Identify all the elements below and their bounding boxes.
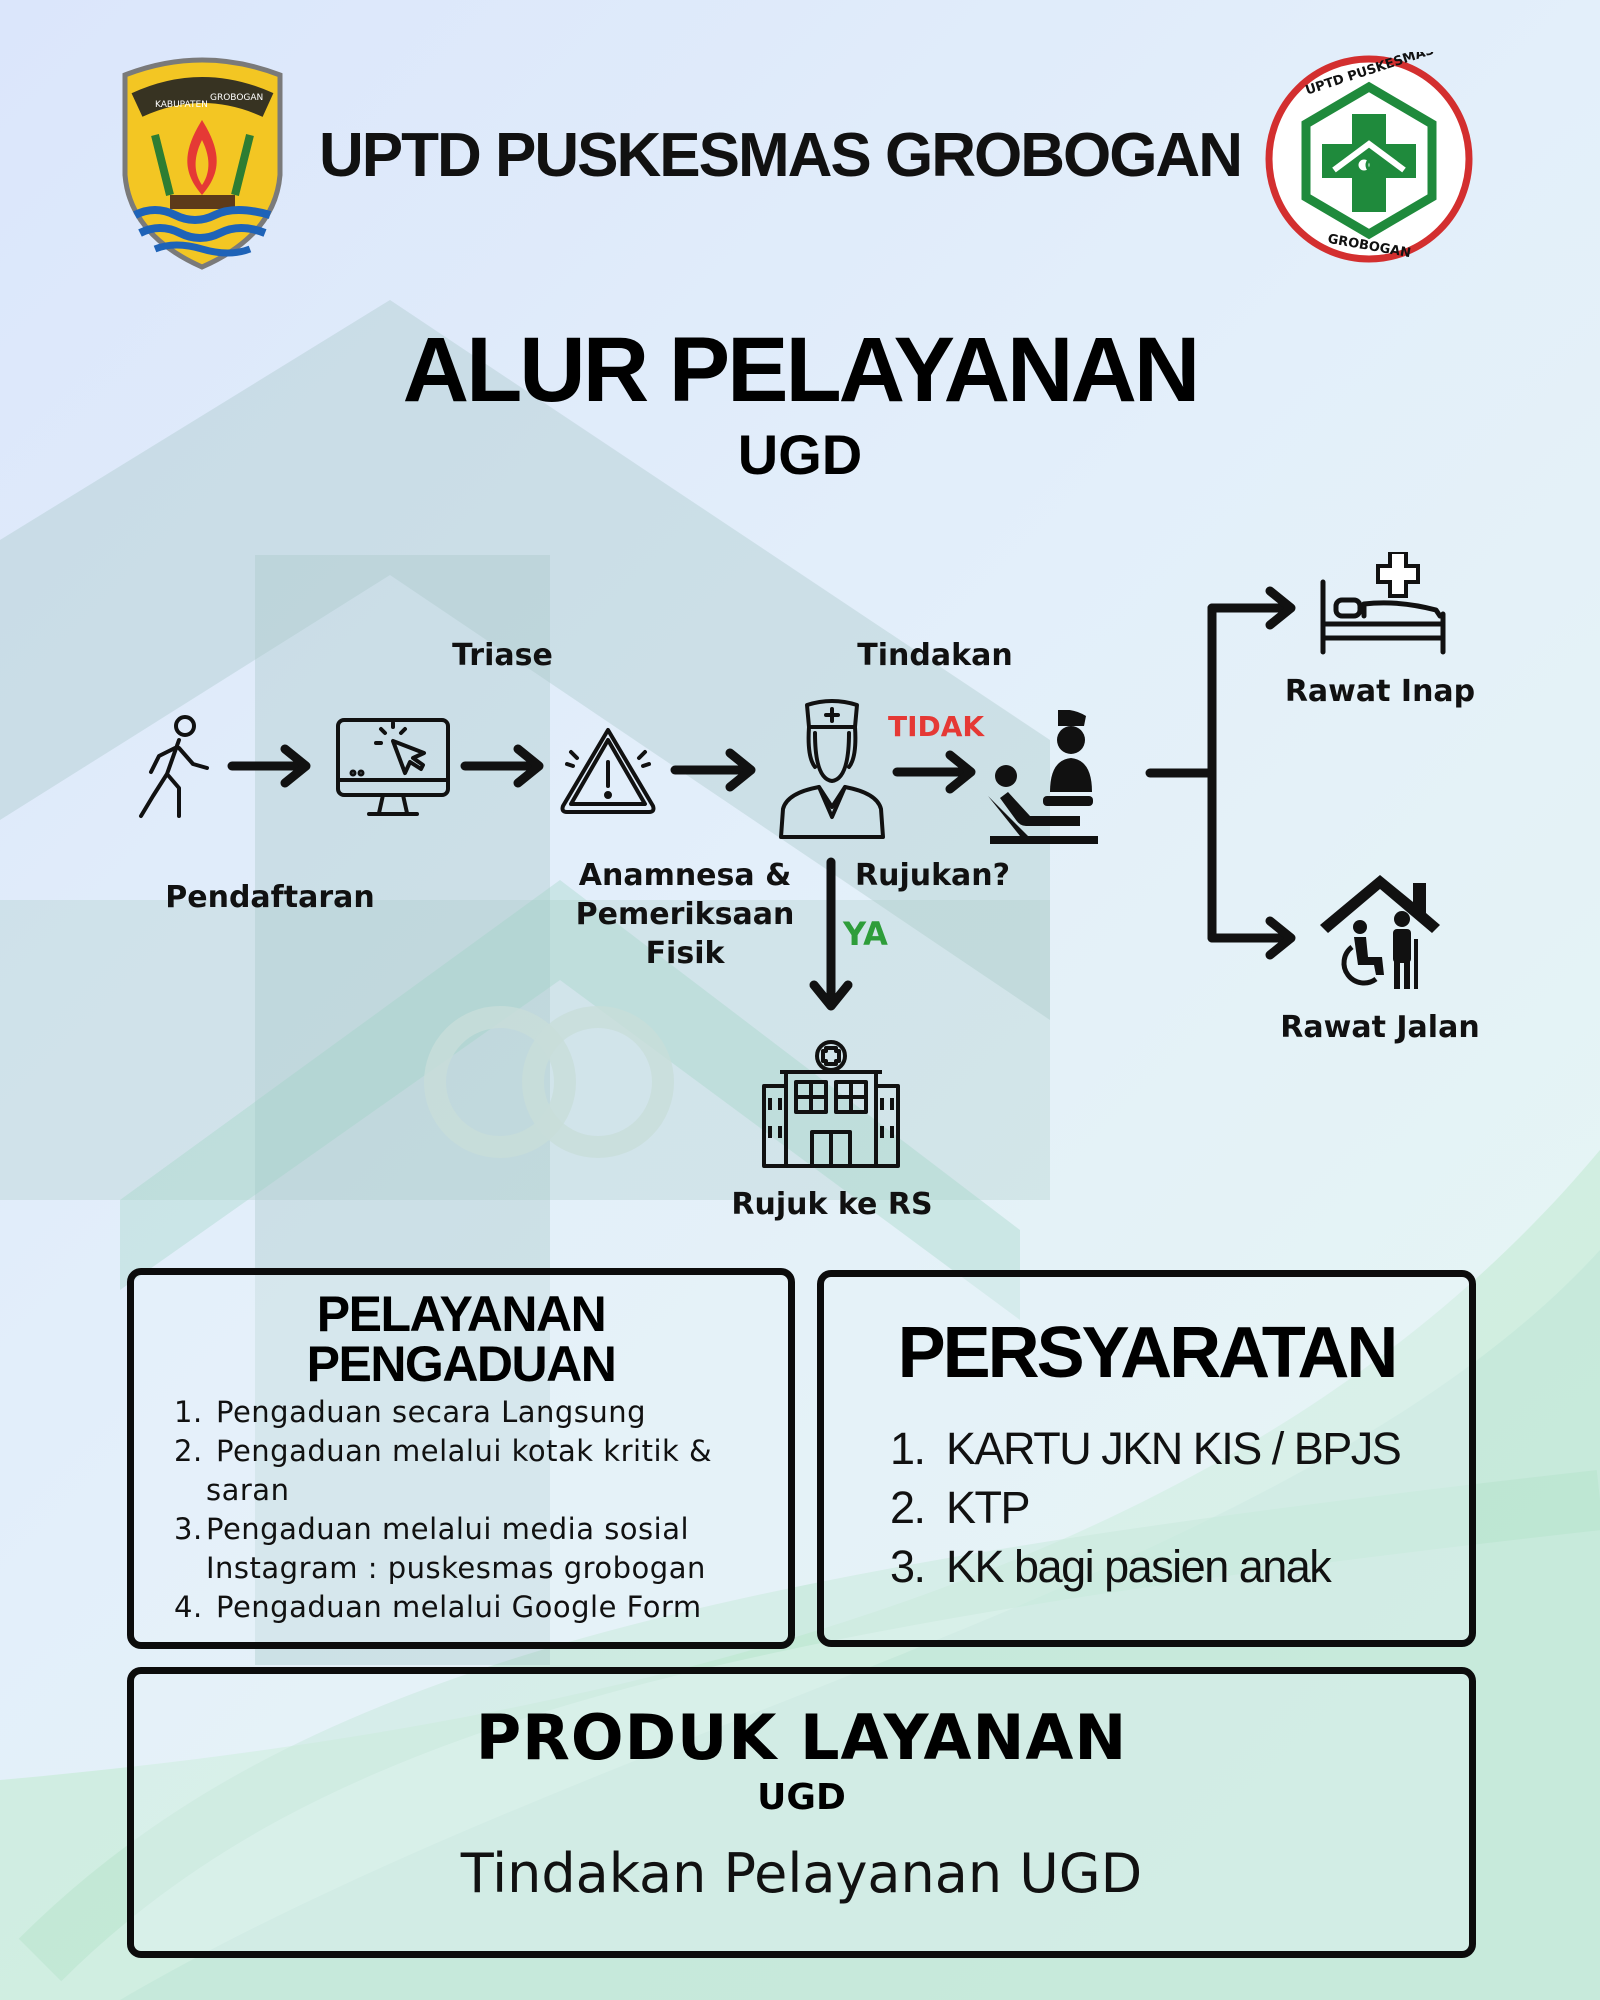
list-item-text: Pengaduan melalui kotak kritik & — [216, 1434, 713, 1468]
label-rawat-inap: Rawat Inap — [1284, 674, 1476, 709]
list-item-text: KTP — [946, 1482, 1031, 1533]
list-item: 3.Pengaduan melalui media sosial — [174, 1510, 788, 1549]
hospital-bed-icon — [1320, 552, 1446, 655]
label-tindakan: Tindakan — [857, 638, 1013, 673]
list-item: 1. Pengaduan secara Langsung — [174, 1393, 788, 1432]
produk-box: PRODUK LAYANAN UGD Tindakan Pelayanan UG… — [127, 1667, 1476, 1958]
list-item-text: saran — [206, 1473, 290, 1507]
main-title: ALUR PELAYANAN — [402, 319, 1201, 421]
produk-description: Tindakan Pelayanan UGD — [460, 1842, 1143, 1905]
list-item-number: 1. — [174, 1395, 203, 1429]
label-pendaftaran: Pendaftaran — [165, 880, 375, 915]
produk-title: PRODUK LAYANAN — [475, 1701, 1128, 1774]
list-item: 3. KK bagi pasien anak — [890, 1537, 1469, 1596]
list-item: 4. Pengaduan melalui Google Form — [174, 1588, 788, 1627]
label-rujuk-rs: Rujuk ke RS — [731, 1187, 933, 1222]
pengaduan-title-line1: PELAYANAN — [316, 1286, 607, 1342]
kabupaten-grobogan-logo: KABUPATEN GROBOGAN — [122, 57, 283, 270]
label-anamnesa: Anamnesa & Pemeriksaan Fisik — [565, 856, 805, 973]
list-item-number: 4. — [174, 1590, 203, 1624]
produk-subtitle: UGD — [757, 1777, 846, 1818]
label-anamnesa-line2: Pemeriksaan — [575, 897, 795, 932]
label-anamnesa-line1: Anamnesa & — [578, 858, 792, 893]
list-item-number: 3. — [174, 1512, 203, 1546]
computer-icon — [336, 718, 450, 816]
label-tidak: TIDAK — [888, 710, 985, 743]
list-item-number: 1. — [890, 1423, 926, 1474]
hospital-building-icon — [762, 1040, 900, 1168]
main-subtitle: UGD — [737, 423, 863, 486]
list-item-continuation: saran — [174, 1471, 788, 1510]
nurse-icon — [779, 699, 885, 839]
label-ya: YA — [843, 915, 888, 953]
persyaratan-list: 1. KARTU JKN KIS / BPJS 2. KTP 3. KK bagi p… — [890, 1419, 1469, 1596]
list-item-text: Instagram : puskesmas grobogan — [206, 1551, 706, 1585]
logo-left-text-2: GROBOGAN — [210, 93, 263, 103]
nurse-patient-icon — [988, 710, 1098, 844]
list-item-text: KK bagi pasien anak — [946, 1541, 1332, 1592]
label-rawat-jalan: Rawat Jalan — [1280, 1010, 1480, 1045]
label-anamnesa-line3: Fisik — [645, 936, 725, 971]
pengaduan-title: PELAYANAN PENGADUAN — [134, 1289, 788, 1389]
walking-person-icon — [139, 715, 209, 818]
house-care-icon — [1320, 875, 1440, 989]
list-item-text: Pengaduan melalui media sosial — [206, 1512, 690, 1546]
list-item: 2. Pengaduan melalui kotak kritik & — [174, 1432, 788, 1471]
list-item-continuation: Instagram : puskesmas grobogan — [174, 1549, 788, 1588]
label-rujukan: Rujukan? — [855, 858, 1011, 893]
list-item-number: 2. — [890, 1482, 926, 1533]
pengaduan-list: 1. Pengaduan secara Langsung 2. Pengaduan … — [174, 1393, 788, 1627]
list-item: 1. KARTU JKN KIS / BPJS — [890, 1419, 1469, 1478]
list-item-text: Pengaduan secara Langsung — [216, 1395, 647, 1429]
list-item-text: Pengaduan melalui Google Form — [216, 1590, 702, 1624]
list-item-number: 3. — [890, 1541, 926, 1592]
list-item: 2. KTP — [890, 1478, 1469, 1537]
pengaduan-title-line2: PENGADUAN — [306, 1336, 617, 1392]
warning-icon — [560, 728, 656, 814]
puskesmas-logo: UPTD PUSKESMAS GROBOGAN — [1265, 52, 1473, 263]
persyaratan-title: PERSYARATAN — [897, 1313, 1399, 1393]
persyaratan-box: PERSYARATAN 1. KARTU JKN KIS / BPJS 2. KTP… — [817, 1270, 1476, 1647]
flow-connectors — [227, 586, 1296, 1011]
header-title: UPTD PUSKESMAS GROBOGAN — [319, 121, 1243, 190]
logo-left-text-1: KABUPATEN — [155, 100, 208, 110]
label-triase: Triase — [452, 638, 553, 673]
list-item-number: 2. — [174, 1434, 203, 1468]
list-item-text: KARTU JKN KIS / BPJS — [946, 1423, 1402, 1474]
pengaduan-box: PELAYANAN PENGADUAN 1. Pengaduan secara L… — [127, 1268, 795, 1649]
